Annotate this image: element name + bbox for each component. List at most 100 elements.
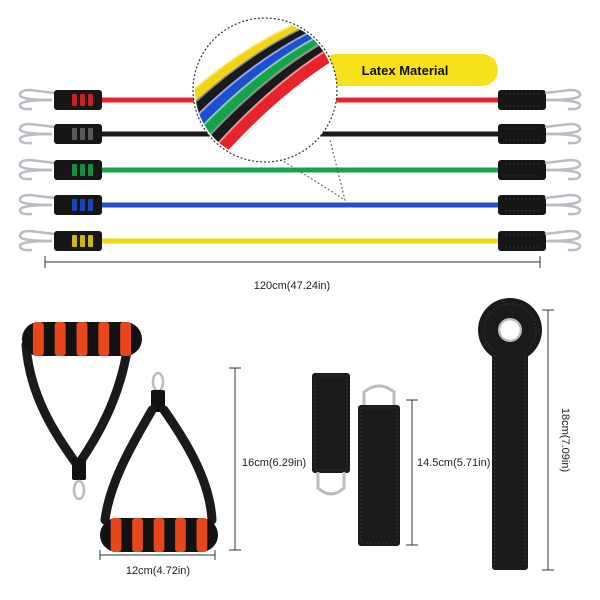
resistance-marking — [72, 164, 77, 176]
carabiner-icon — [545, 203, 582, 216]
tube-highlight — [195, 20, 318, 160]
resistance-marking — [80, 94, 85, 106]
band-connector-right — [498, 160, 546, 180]
resistance-marking — [80, 235, 85, 247]
resistance-band — [18, 158, 582, 181]
magnified-tube — [195, 20, 335, 160]
callout-label: Latex Material — [362, 63, 449, 78]
ankle-strap-body — [358, 405, 400, 546]
carabiner-icon — [544, 229, 582, 243]
ankle-strap-height-label: 14.5cm(5.71in) — [417, 457, 490, 469]
carabiner-icon — [18, 88, 56, 102]
handles: 16cm(6.29in) 12cm(4.72in) — [21, 322, 306, 577]
resistance-marking — [80, 128, 85, 140]
foam-ring — [196, 518, 208, 552]
carabiner-icon — [545, 239, 582, 252]
foam-ring — [120, 322, 132, 356]
resistance-marking — [88, 235, 93, 247]
door-anchor-hole — [500, 320, 520, 340]
foam-ring — [76, 322, 88, 356]
handle-height-label: 16cm(6.29in) — [242, 457, 306, 469]
handle-front — [100, 371, 218, 552]
carabiner-icon — [544, 88, 582, 102]
ankle-strap-stitching — [360, 407, 398, 544]
carabiner-icon — [544, 122, 582, 136]
ankle-strap-right — [358, 384, 400, 546]
band-connector-left — [54, 90, 102, 110]
resistance-marking — [80, 164, 85, 176]
handle-strap — [159, 405, 217, 525]
handle-foam-grip — [100, 518, 218, 552]
ankle-straps: 14.5cm(5.71in) — [312, 373, 490, 546]
band-length-label: 120cm(47.24in) — [254, 280, 330, 292]
ankle-strap-left — [312, 373, 350, 496]
d-ring-icon — [362, 384, 396, 408]
d-ring-icon — [151, 371, 165, 393]
band-connector-right — [498, 195, 546, 215]
foam-ring — [153, 518, 165, 552]
carabiner-icon — [545, 168, 582, 181]
grommet-icon — [498, 318, 522, 342]
band-tube — [100, 202, 500, 208]
tube-highlight — [195, 20, 335, 160]
ankle-strap-stitching — [314, 375, 348, 471]
band-connector-right — [498, 124, 546, 144]
handle-strap — [75, 340, 133, 467]
band-tube — [100, 238, 500, 244]
resistance-marking — [72, 128, 77, 140]
foam-ring — [110, 518, 122, 552]
band-connector-right — [498, 231, 546, 251]
handle-strap — [21, 340, 80, 467]
resistance-band — [18, 229, 582, 252]
resistance-marking — [88, 94, 93, 106]
handle-back — [21, 322, 142, 501]
resistance-band — [18, 193, 582, 216]
handle-strap-joint — [72, 458, 86, 480]
d-ring-icon — [72, 479, 86, 501]
carabiner-icon — [545, 132, 582, 145]
door-anchor: 18cm(7.09in) — [478, 298, 571, 571]
band-connector-left — [54, 195, 102, 215]
foam-ring — [32, 322, 44, 356]
band-connector-left — [54, 124, 102, 144]
carabiner-icon — [18, 239, 53, 252]
foam-ring — [54, 322, 66, 356]
carabiner-icon — [18, 158, 56, 172]
resistance-marking — [88, 199, 93, 211]
carabiner-icon — [545, 98, 582, 111]
carabiner-icon — [18, 203, 53, 216]
carabiner-icon — [18, 168, 53, 181]
resistance-marking — [80, 199, 85, 211]
ankle-strap-body — [312, 373, 350, 473]
carabiner-icon — [18, 132, 53, 145]
carabiner-icon — [18, 98, 53, 111]
carabiner-icon — [18, 229, 56, 243]
resistance-marking — [88, 164, 93, 176]
band-connector-left — [54, 231, 102, 251]
band-length-dimension: 120cm(47.24in) — [44, 256, 541, 292]
magnifier-ring — [192, 17, 338, 163]
door-anchor-height-label: 18cm(7.09in) — [559, 408, 571, 472]
door-anchor-strap — [492, 350, 528, 570]
carabiner-icon — [18, 193, 56, 207]
resistance-marking — [72, 94, 77, 106]
foam-ring — [132, 518, 143, 552]
callout-label-bg — [320, 54, 498, 86]
carabiner-icon — [18, 122, 56, 136]
magnified-tube — [195, 20, 327, 160]
carabiner-icon — [544, 193, 582, 207]
band-connector-right — [498, 90, 546, 110]
d-ring-icon — [316, 472, 346, 496]
resistance-marking — [88, 128, 93, 140]
resistance-marking — [72, 199, 77, 211]
carabiner-icon — [544, 158, 582, 172]
foam-ring — [98, 322, 110, 356]
foam-ring — [175, 518, 186, 552]
handle-foam-grip — [22, 322, 142, 356]
band-tube — [100, 167, 500, 173]
handle-strap — [100, 405, 157, 525]
resistance-marking — [72, 235, 77, 247]
handle-width-label: 12cm(4.72in) — [126, 565, 190, 577]
band-connector-left — [54, 160, 102, 180]
